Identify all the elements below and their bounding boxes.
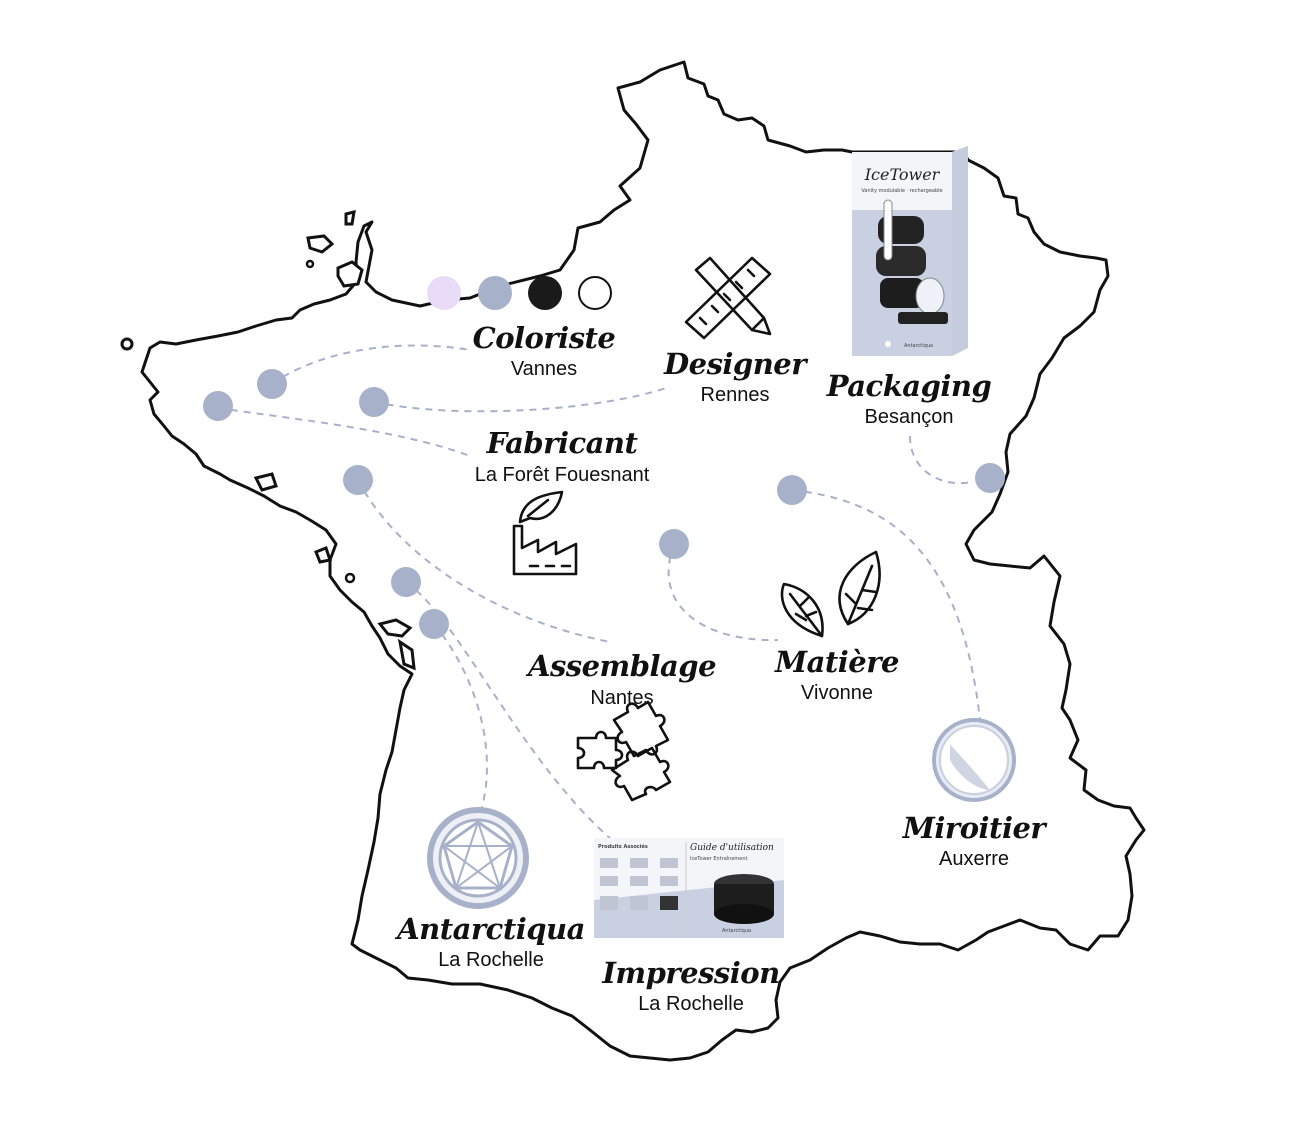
island-sein xyxy=(305,259,315,269)
guide-title: Guide d'utilisation xyxy=(690,843,774,853)
island-guernsey xyxy=(336,260,364,288)
city-coloriste: Vannes xyxy=(511,358,577,380)
box-brand: IceTower xyxy=(864,165,941,184)
dot-fouesnant xyxy=(343,465,373,495)
city-matiere: Vivonne xyxy=(801,682,873,704)
dot-la-rochelle xyxy=(419,609,449,639)
island-noirmoutier xyxy=(314,546,332,564)
city-impression: La Rochelle xyxy=(638,993,744,1015)
dot-vivonne xyxy=(659,529,689,559)
packaging-box-image: IceTower Vanity modulable · rechargeable… xyxy=(852,146,968,356)
island-jersey xyxy=(306,234,335,254)
city-designer: Rennes xyxy=(701,384,770,406)
mirror-icon xyxy=(932,718,1016,802)
label-packaging: Packaging Besançon xyxy=(826,369,992,428)
label-designer: Designer Rennes xyxy=(663,347,810,406)
label-impression: Impression La Rochelle xyxy=(601,956,780,1015)
dot-saint-brieuc xyxy=(359,387,389,417)
island-re xyxy=(377,618,413,638)
role-miroitier: Miroitier xyxy=(902,811,1049,845)
label-matiere: Matière Vivonne xyxy=(774,645,900,704)
label-fabricant: Fabricant La Forêt Fouesnant xyxy=(475,426,650,486)
role-antarctiqua: Antarctiqua xyxy=(394,912,585,946)
city-fabricant: La Forêt Fouesnant xyxy=(475,464,650,486)
puzzle-icon xyxy=(576,700,672,802)
role-designer: Designer xyxy=(663,347,809,381)
city-antarctiqua: La Rochelle xyxy=(438,949,544,971)
role-packaging: Packaging xyxy=(826,369,992,403)
guide-card-image: Produits Associés Guide d'utilisation Ic… xyxy=(594,838,784,938)
label-antarctiqua: Antarctiqua La Rochelle xyxy=(394,912,585,971)
dot-morlaix xyxy=(257,369,287,399)
role-impression: Impression xyxy=(601,956,779,990)
label-assemblage: Assemblage Nantes xyxy=(525,649,717,709)
dot-auxerre xyxy=(777,475,807,505)
leaves-icon xyxy=(780,550,881,638)
guide-maker: Antarctiqua xyxy=(722,928,751,934)
guide-subtitle: IceTower Entraînement xyxy=(690,855,748,862)
city-assemblage: Nantes xyxy=(590,687,653,709)
ruler-pencil-icon xyxy=(684,256,772,340)
swatches-icon xyxy=(427,276,612,310)
island-ouessant xyxy=(120,337,134,351)
island-yeu xyxy=(344,572,356,584)
label-miroitier: Miroitier Auxerre xyxy=(902,811,1049,870)
role-assemblage: Assemblage xyxy=(525,649,716,683)
antarctiqua-logo xyxy=(427,807,529,909)
dot-nantes xyxy=(391,567,421,597)
box-maker: Antarctiqua xyxy=(904,343,933,349)
island-belle-ile xyxy=(253,472,278,492)
label-coloriste: Coloriste Vannes xyxy=(473,321,616,380)
box-tagline: Vanity modulable · rechargeable xyxy=(861,188,942,194)
role-fabricant: Fabricant xyxy=(486,426,639,460)
location-dots xyxy=(203,369,1005,639)
city-packaging: Besançon xyxy=(865,406,954,428)
guide-left-heading: Produits Associés xyxy=(598,843,648,850)
route-lines xyxy=(217,344,981,841)
dot-brest xyxy=(203,391,233,421)
role-coloriste: Coloriste xyxy=(473,321,616,355)
role-matiere: Matière xyxy=(774,645,899,679)
island-oleron xyxy=(397,638,416,671)
factory-leaf-icon xyxy=(512,490,578,576)
city-miroitier: Auxerre xyxy=(939,848,1009,870)
dot-besancon xyxy=(975,463,1005,493)
island-alderney xyxy=(344,209,356,226)
